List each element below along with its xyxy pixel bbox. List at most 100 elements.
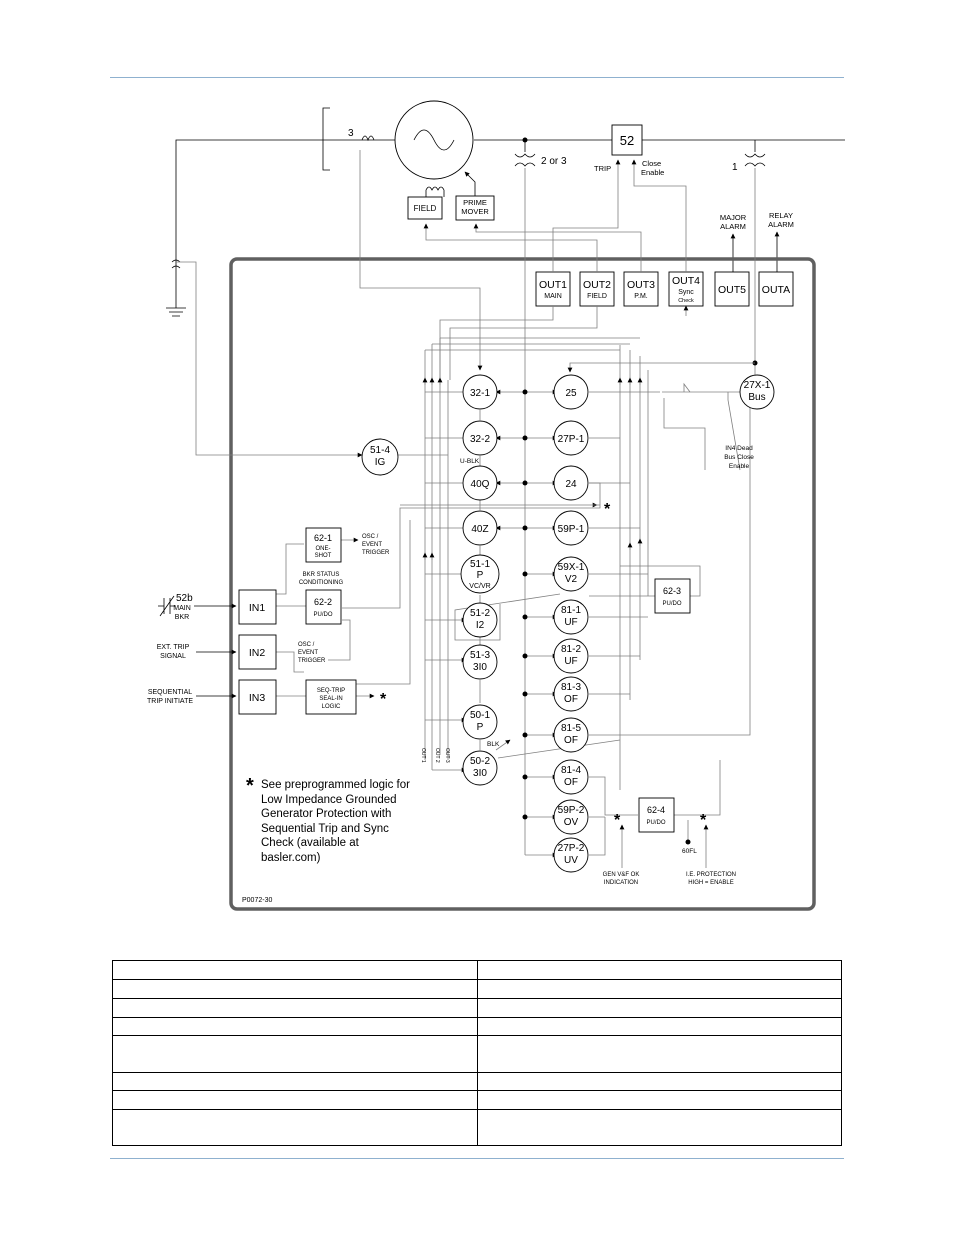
trip-label: TRIP: [594, 164, 611, 173]
function-81-4: [553, 759, 589, 795]
function-27x-1-sub: Bus: [748, 392, 765, 403]
breaker-52: [611, 124, 643, 156]
function-81-1: [553, 599, 589, 635]
internal-wiring: [176, 150, 758, 868]
vt-count-bus-label: 1: [732, 162, 738, 173]
footer-rule: [110, 1158, 844, 1159]
function-51-2-sub: I2: [476, 620, 485, 631]
relay-boundary: [229, 257, 816, 911]
input-in3-desc-2: TRIP INITIATE: [147, 698, 193, 705]
in4-label-2: Bus Close: [724, 454, 754, 461]
function-51-4-sub: IG: [375, 457, 386, 468]
function-81-2-label: 81-2: [561, 644, 581, 655]
table-row: [112, 960, 842, 980]
out1-label: OUT1: [539, 279, 567, 291]
function-59x-1: [553, 556, 589, 592]
out4-label: OUT4: [672, 275, 700, 287]
logic-62-4-label: 62-4: [647, 805, 665, 815]
seq-trip-asterisk: *: [380, 691, 387, 708]
right-functions: 25 27P-1 24 59P-1 59X-1 V2 81-1 UF 81-2 …: [553, 374, 775, 873]
table-row: [112, 1035, 842, 1073]
function-24-label: 24: [565, 479, 577, 490]
function-81-2-sub: UF: [564, 656, 577, 667]
function-51-4: [361, 438, 399, 476]
function-59p-2: [553, 799, 589, 835]
function-24: [553, 465, 589, 501]
input-in2: [238, 634, 277, 670]
relay-one-line-diagram: 3 FIELD PRIME MOVER 2 or 3 1 52 TRIP Clo…: [147, 100, 845, 911]
close-label-2: Enable: [641, 168, 664, 177]
header-rule: [110, 77, 844, 78]
function-59p-1: [553, 510, 589, 546]
logic-62-3-sub: PU/DO: [662, 601, 681, 607]
function-51-1-label: 51-1: [470, 559, 490, 570]
breaker-label: 52: [620, 133, 634, 148]
function-27p-1: [553, 420, 589, 456]
spec-table: [112, 960, 842, 1146]
logic-blocks: 62-1 ONE- SHOT OSC / EVENT TRIGGER BKR S…: [298, 445, 754, 886]
logic-62-1: [305, 527, 342, 563]
input-in3-desc-1: SEQUENTIAL: [148, 689, 192, 696]
logic-62-1-sub: ONE-: [316, 546, 331, 552]
function-81-3-sub: OF: [564, 694, 578, 705]
function-27p-2: [553, 837, 589, 873]
footnote-text: See preprogrammed logic for Low Impedanc…: [261, 779, 410, 864]
osc1-label-2: EVENT: [362, 542, 382, 548]
out3-tag: OUT 3: [444, 748, 450, 763]
function-27x-1-label: 27X-1: [744, 380, 771, 391]
table-row: [112, 1090, 842, 1110]
function-50-2-label: 50-2: [470, 756, 490, 767]
function-81-1-label: 81-1: [561, 605, 581, 616]
osc1-label-1: OSC /: [362, 534, 379, 540]
table-cell: [476, 1090, 842, 1110]
gen-ok-label-2: INDICATION: [604, 880, 638, 886]
out5-box: [714, 271, 750, 307]
field-label: FIELD: [414, 204, 437, 213]
ie-prot-label-1: I.E. PROTECTION: [686, 872, 736, 878]
power-system: 3 FIELD PRIME MOVER 2 or 3 1 52 TRIP Clo…: [166, 100, 845, 317]
function-25: [553, 374, 589, 410]
ct-count-label: 3: [348, 128, 354, 139]
table-cell: [476, 1109, 842, 1146]
ie-prot-asterisk: *: [700, 812, 707, 829]
table-cell: [476, 1035, 842, 1073]
prime-mover-label-2: MOVER: [461, 207, 489, 216]
table-cell: [476, 1017, 842, 1036]
f24-asterisk: *: [604, 501, 611, 518]
osc2-label-3: TRIGGER: [298, 658, 326, 664]
in4-label-3: Enable: [729, 463, 750, 470]
function-59x-1-sub: V2: [565, 574, 578, 585]
table-cell: [112, 1072, 478, 1091]
function-40z: [462, 510, 498, 546]
function-51-1-sub: P: [477, 570, 484, 581]
major-alarm-label-1: MAJOR: [720, 213, 747, 222]
prime-mover-box: [455, 195, 495, 221]
table-cell: [112, 1035, 478, 1073]
function-51-2-label: 51-2: [470, 608, 490, 619]
function-59x-1-label: 59X-1: [558, 562, 585, 573]
function-40q: [462, 465, 498, 501]
out3-box: [623, 271, 659, 307]
function-27x-1: [739, 374, 775, 410]
table-row: [112, 998, 842, 1018]
out4-sub2: Check: [678, 298, 694, 304]
out1-sub: MAIN: [544, 293, 562, 300]
gen-ok-label-1: GEN V&F OK: [603, 872, 640, 878]
function-25-label: 25: [565, 388, 577, 399]
out3-sub: P.M.: [634, 293, 648, 300]
out2-tag: OUT 2: [434, 748, 440, 763]
field-box: [407, 196, 443, 220]
table-row: [112, 1017, 842, 1036]
osc2-label-2: EVENT: [298, 650, 318, 656]
function-59p-1-label: 59P-1: [558, 524, 585, 535]
function-81-5: [553, 717, 589, 753]
close-label-1: Close: [642, 159, 661, 168]
table-cell: [112, 1017, 478, 1036]
function-59p-2-label: 59P-2: [558, 805, 585, 816]
left-functions: 32-1 32-2 U-BLK 40Q 40Z 51-1 P VC/VR 51-…: [361, 374, 500, 786]
logic-62-2-sub: PU/DO: [313, 612, 332, 618]
function-81-5-label: 81-5: [561, 723, 581, 734]
input-in1-label: IN1: [249, 602, 266, 614]
logic-62-3-label: 62-3: [663, 586, 681, 596]
table-cell: [476, 1072, 842, 1091]
